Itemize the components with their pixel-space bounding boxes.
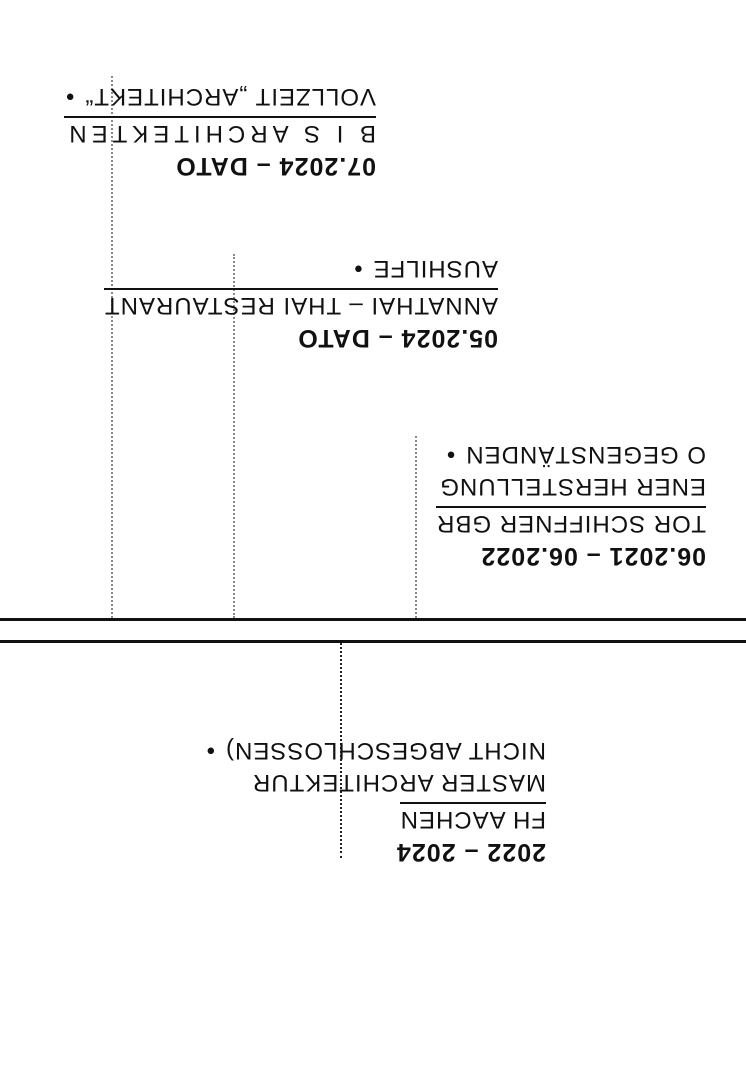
entry-organization: FH AACHEN <box>399 802 546 833</box>
entry-role: MASTER ARCHITEKTUR <box>251 769 546 796</box>
work-entry: 07.2024 – DATO B I S ARCHITEKTEN VOLLZEI… <box>64 83 376 180</box>
timeline-axis-upper <box>0 640 746 643</box>
entry-role-continued: NICHT ABGESCHLOSSEN)• <box>205 737 546 764</box>
entry-role: VOLLZEIT „ARCHITEKT“• <box>65 83 376 110</box>
entry-role: AUSHILFE• <box>353 255 498 282</box>
bullet-icon: • <box>353 255 363 282</box>
entry-role-continued: O GEGENSTÄNDEN• <box>445 441 706 468</box>
bullet-icon: • <box>65 83 75 110</box>
connector-work-3 <box>415 436 417 618</box>
entry-role: ENER HERSTELLUNG <box>439 473 706 500</box>
work-entry: 05.2024 – DATO ANNATHAI – THAI RESTAURAN… <box>103 255 498 352</box>
entry-date: 07.2024 – DATO <box>175 152 376 180</box>
entry-date: 05.2024 – DATO <box>297 324 498 352</box>
entry-date: 06.2021 – 06.2022 <box>480 542 706 570</box>
entry-organization: B I S ARCHITEKTEN <box>64 116 376 147</box>
education-entry: 2022 – 2024 FH AACHEN MASTER ARCHITEKTUR… <box>205 737 546 866</box>
bullet-icon: • <box>205 737 216 764</box>
entry-organization: TOR SCHIFFNER GBR <box>436 506 706 537</box>
timeline-axis-lower <box>0 618 746 621</box>
bullet-icon: • <box>445 441 456 468</box>
entry-date: 2022 – 2024 <box>395 838 546 866</box>
work-entry: 06.2021 – 06.2022 TOR SCHIFFNER GBR ENER… <box>436 441 706 570</box>
entry-organization: ANNATHAI – THAI RESTAURANT <box>103 288 498 319</box>
